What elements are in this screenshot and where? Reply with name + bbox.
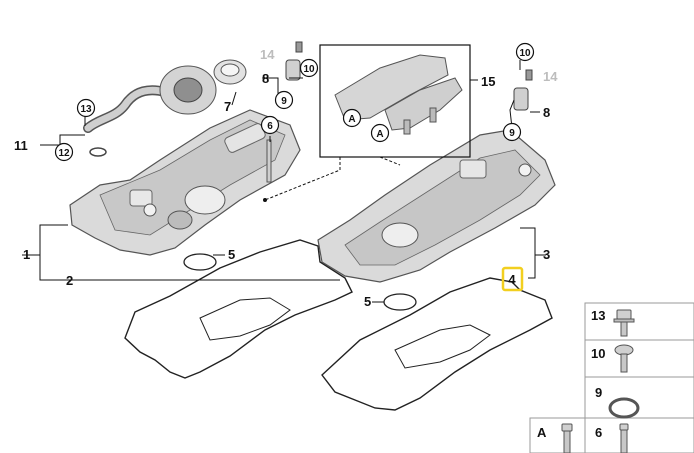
spark-plug-seal[interactable]	[183, 253, 217, 271]
callout-2-label: 2	[66, 273, 73, 288]
flange-bolt-icon	[613, 309, 635, 337]
callout-9-label: 9	[281, 96, 287, 107]
callout-14-label: 14	[543, 69, 558, 84]
right-cylinder-head-cover[interactable]	[317, 129, 556, 283]
legend-label: 6	[595, 425, 602, 440]
callout-9-label: 9	[509, 128, 515, 139]
callout-1-label: 1	[23, 247, 30, 262]
oil-filler-cap[interactable]	[213, 59, 247, 85]
callout-8-label: 8	[262, 71, 269, 86]
callout-10-left[interactable]: 10	[299, 58, 319, 78]
legend-label: 13	[591, 308, 605, 323]
left-gasket[interactable]	[124, 239, 353, 379]
callout-5-label: 5	[228, 247, 235, 262]
callout-8-label: 8	[543, 105, 550, 120]
legend-label: A	[537, 425, 547, 440]
legend-label: 9	[595, 385, 602, 400]
fastener-legend: 13 10 9 A 6	[529, 302, 694, 453]
callout-9-right[interactable]: 9	[502, 122, 522, 142]
callout-10-label: 10	[303, 64, 315, 75]
callout-A-2[interactable]: A	[370, 123, 390, 143]
callout-13-label: 13	[80, 104, 92, 115]
stud-bolt[interactable]	[266, 139, 272, 183]
round-head-bolt-icon	[614, 344, 634, 373]
callout-A-1[interactable]: A	[342, 108, 362, 128]
callout-10-right[interactable]: 10	[515, 42, 535, 62]
callout-12[interactable]: 12	[54, 142, 74, 162]
sensor-right[interactable]	[513, 69, 533, 111]
callout-4-label: 4	[508, 272, 516, 287]
stud-bolt-icon	[619, 423, 629, 453]
callout-3-label: 3	[543, 247, 550, 262]
stud-bolt-icon	[561, 423, 573, 453]
callout-15-label: 15	[481, 74, 495, 89]
inset-frame	[319, 44, 471, 158]
callout-A-label: A	[376, 129, 383, 140]
spark-plug-seal[interactable]	[383, 293, 417, 311]
callout-10-label: 10	[519, 48, 531, 59]
callout-6[interactable]: 6	[260, 115, 280, 135]
callout-9-left[interactable]: 9	[274, 90, 294, 110]
callout-13[interactable]: 13	[76, 98, 96, 118]
leader-lines	[22, 60, 546, 303]
left-cylinder-head-cover[interactable]	[69, 109, 301, 256]
callout-11-label: 11	[14, 138, 28, 153]
o-ring-icon	[608, 397, 640, 419]
callout-5-label: 5	[364, 294, 371, 309]
o-ring-seal[interactable]	[89, 147, 107, 157]
callout-14-label: 14	[260, 47, 275, 62]
callout-7-label: 7	[224, 99, 231, 114]
oil-filler-neck[interactable]	[159, 65, 217, 115]
right-gasket[interactable]	[321, 277, 553, 411]
callout-4-highlight[interactable]: 4	[501, 266, 524, 292]
legend-label: 10	[591, 346, 605, 361]
breather-hose[interactable]	[83, 85, 183, 133]
callout-6-label: 6	[267, 121, 273, 132]
callout-A-label: A	[348, 114, 355, 125]
callout-12-label: 12	[58, 148, 70, 159]
